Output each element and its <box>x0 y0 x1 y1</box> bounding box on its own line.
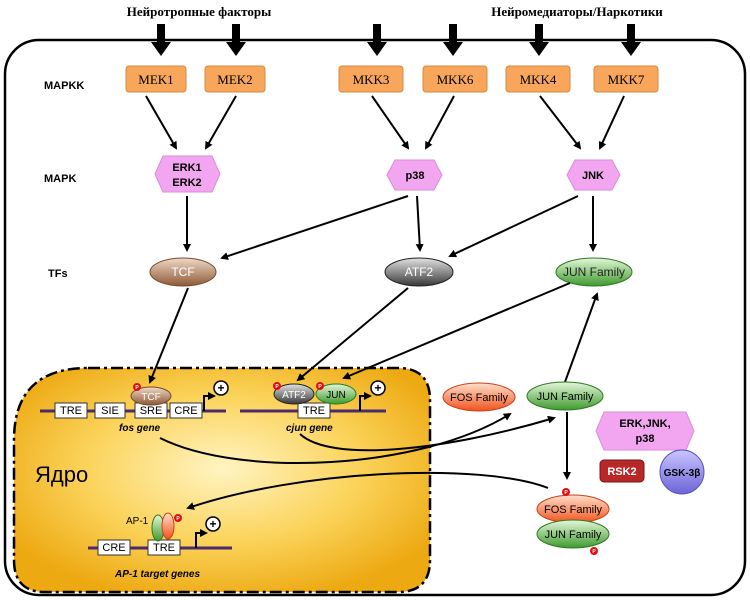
svg-text:GSK-3β: GSK-3β <box>664 468 701 479</box>
tf-to-gene-arrows <box>148 282 599 384</box>
p38-hexagon: p38 <box>386 159 443 191</box>
cjun-gene-caption: cjun gene <box>286 423 333 434</box>
svg-text:+: + <box>374 381 381 395</box>
svg-text:MKK7: MKK7 <box>608 72 645 87</box>
svg-text:MKK6: MKK6 <box>437 72 474 87</box>
mapkk-row: MEK1 MEK2 MKK3 MKK6 MKK4 MKK7 <box>125 65 659 93</box>
cjun-transcription-start-icon <box>359 392 372 411</box>
phospho-icon <box>590 547 598 555</box>
svg-text:P: P <box>592 549 596 555</box>
fos-cre-element: CRE <box>174 405 197 417</box>
ap1-cre-element: CRE <box>102 542 125 554</box>
svg-text:ERK,JNK,: ERK,JNK, <box>619 418 670 430</box>
expression-arrows <box>159 412 556 464</box>
input-arrows <box>151 24 641 56</box>
svg-text:JUN: JUN <box>326 390 345 401</box>
svg-text:p38: p38 <box>636 433 655 445</box>
cjun-jun-bound: JUN P <box>315 382 357 405</box>
mkk7-box: MKK7 <box>593 65 659 93</box>
phospho-icon <box>273 382 281 390</box>
ap1-gene: CRE TRE AP-1 P + AP-1 target genes <box>88 512 232 580</box>
svg-text:TCF: TCF <box>141 392 160 403</box>
ap1-fos-subunit <box>161 512 175 540</box>
mek2-box: MEK2 <box>204 65 266 93</box>
cjun-gene: TRE ATF2 P JUN P + cjun gene <box>240 380 386 434</box>
cjun-tre-element: TRE <box>303 405 325 417</box>
fos-sie-element: SIE <box>101 405 119 417</box>
svg-text:P: P <box>275 384 279 390</box>
svg-text:ATF2: ATF2 <box>405 265 434 279</box>
svg-text:JNK: JNK <box>582 170 604 182</box>
cyto-jun-family: JUN Family <box>526 381 604 411</box>
tfs-level-label: TFs <box>48 268 68 280</box>
svg-text:+: + <box>209 517 216 531</box>
tcf-ellipse: TCF <box>149 257 217 287</box>
mapk-level-label: MAPK <box>44 173 76 185</box>
fos-tcf-bound: TCF P <box>130 383 172 406</box>
neuromediators-label: Нейромедиаторы/Наркотики <box>491 4 663 19</box>
svg-text:p38: p38 <box>406 170 425 182</box>
svg-text:TCF: TCF <box>171 265 194 279</box>
rsk2-box: RSK2 <box>599 459 645 483</box>
nucleus-label: Ядро <box>35 462 88 487</box>
phospho-icon <box>174 514 182 522</box>
cjun-atf2-bound: ATF2 P <box>273 382 315 405</box>
fos-jun-complex: FOS Family JUN Family P P <box>536 488 610 555</box>
mkk3-box: MKK3 <box>338 65 404 93</box>
complex-to-nucleus-arrow <box>186 471 549 510</box>
fos-plus-icon: + <box>213 380 229 396</box>
fos-transcription-start-icon <box>203 392 216 411</box>
neurotrophic-factors-label: Нейротропные факторы <box>127 4 271 19</box>
svg-text:JUN Family: JUN Family <box>545 529 602 541</box>
mek1-box: MEK1 <box>125 65 187 93</box>
ap1-plus-icon: + <box>205 516 221 532</box>
svg-text:MEK2: MEK2 <box>217 72 252 87</box>
phospho-icon <box>316 382 324 390</box>
atf2-ellipse: ATF2 <box>384 257 454 287</box>
phospho-icon <box>562 488 570 496</box>
ap1-transcription-start-icon <box>195 529 208 548</box>
phospho-icon <box>133 383 141 391</box>
svg-text:P: P <box>564 490 568 496</box>
ap1-tre-element: TRE <box>153 542 175 554</box>
fos-gene: TRE SIE SRE CRE TCF P + fos gene <box>40 380 229 434</box>
mkk6-box: MKK6 <box>422 65 488 93</box>
svg-text:MKK4: MKK4 <box>520 72 557 87</box>
fos-gene-caption: fos gene <box>119 423 161 434</box>
mapk-row: ERK1 ERK2 p38 JNK <box>154 155 621 193</box>
svg-text:MEK1: MEK1 <box>138 72 173 87</box>
ap1-gene-caption: AP-1 target genes <box>114 569 200 580</box>
svg-text:ERK2: ERK2 <box>172 177 201 189</box>
mapkk-to-mapk-arrows <box>145 95 625 150</box>
svg-text:+: + <box>217 381 224 395</box>
kinases-hexagon: ERK,JNK, p38 <box>595 411 695 451</box>
svg-text:FOS Family: FOS Family <box>450 392 509 404</box>
jnk-hexagon: JNK <box>566 159 621 191</box>
svg-text:ERK1: ERK1 <box>172 162 201 174</box>
svg-text:MKK3: MKK3 <box>353 72 390 87</box>
erk-hexagon: ERK1 ERK2 <box>154 155 221 193</box>
jun-family-ellipse: JUN Family <box>555 257 633 287</box>
nucleus <box>12 366 432 594</box>
tf-row: TCF ATF2 JUN Family <box>149 257 633 287</box>
svg-text:P: P <box>135 385 139 391</box>
svg-text:JUN Family: JUN Family <box>563 265 625 279</box>
fos-tre-element: TRE <box>60 405 82 417</box>
svg-text:FOS Family: FOS Family <box>544 504 603 516</box>
gsk3b-circle: GSK-3β <box>659 449 705 495</box>
svg-text:P: P <box>318 384 322 390</box>
mapk-to-tf-arrows <box>183 195 597 260</box>
ap1-factor-label: AP-1 <box>126 516 149 527</box>
svg-text:RSK2: RSK2 <box>607 466 636 478</box>
cjun-plus-icon: + <box>370 380 386 396</box>
svg-text:JUN Family: JUN Family <box>537 391 594 403</box>
svg-text:ATF2: ATF2 <box>282 390 306 401</box>
svg-text:P: P <box>176 516 180 522</box>
cyto-fos-family: FOS Family <box>442 382 516 412</box>
fos-sre-element: SRE <box>140 405 163 417</box>
mkk4-box: MKK4 <box>505 65 571 93</box>
mapkk-level-label: MAPKK <box>44 80 84 92</box>
